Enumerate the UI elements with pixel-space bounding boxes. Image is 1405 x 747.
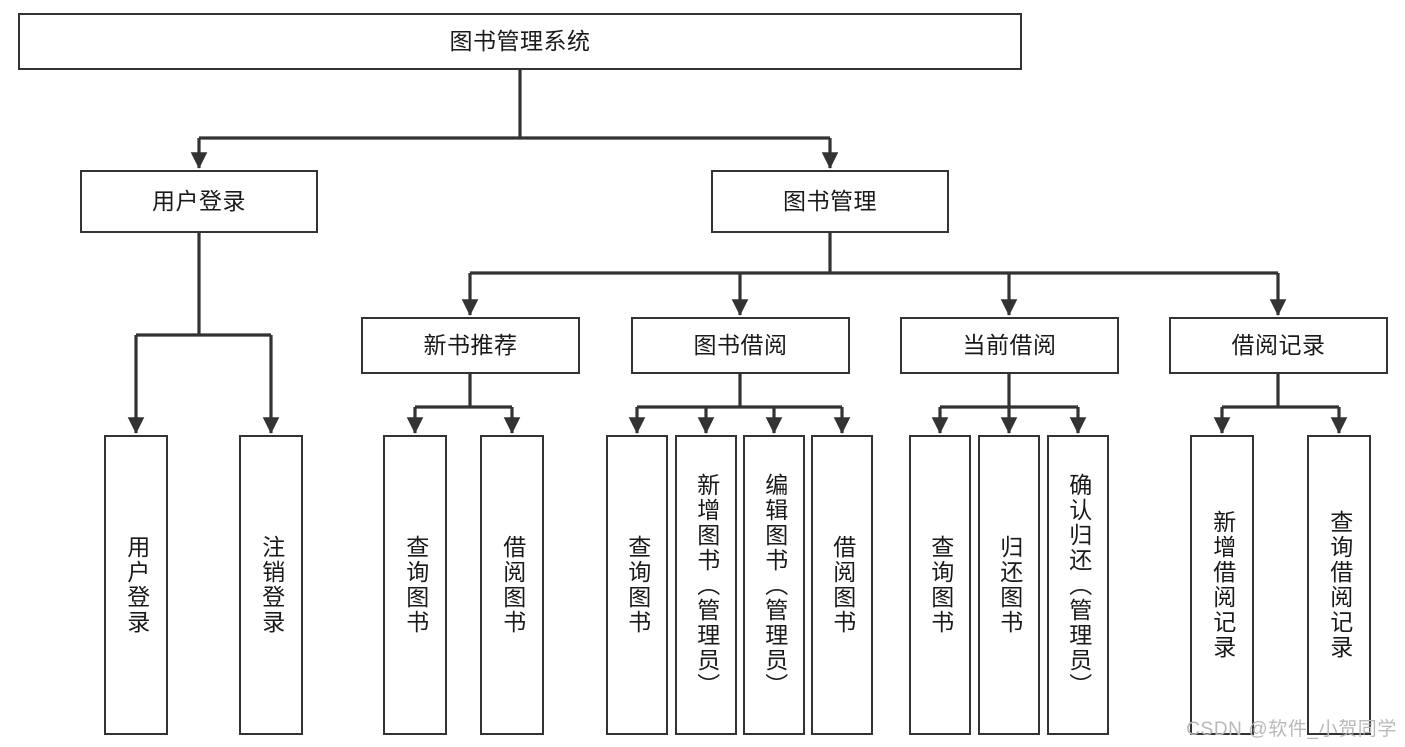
node-borrow-record-label: 借阅记录 — [1231, 331, 1326, 358]
leaf-borrow-book-2[interactable]: 借阅图书 — [811, 435, 873, 735]
leaf-query-book-3-label: 查询图书 — [927, 535, 954, 635]
leaf-edit-book[interactable]: 编辑图书（管理员） — [743, 435, 805, 735]
leaf-user-login-label: 用户登录 — [123, 535, 150, 635]
leaf-confirm-return[interactable]: 确认归还（管理员） — [1047, 435, 1109, 735]
node-new-book-recommend-label: 新书推荐 — [423, 331, 518, 358]
node-borrow-record[interactable]: 借阅记录 — [1169, 317, 1388, 374]
leaf-add-record-label: 新增借阅记录 — [1209, 510, 1236, 660]
leaf-query-book-3[interactable]: 查询图书 — [909, 435, 971, 735]
leaf-logout-label: 注销登录 — [258, 535, 285, 635]
leaf-query-book-2-label: 查询图书 — [624, 535, 651, 635]
leaf-query-book-1[interactable]: 查询图书 — [383, 435, 447, 735]
csdn-watermark: CSDN @软件_小贺同学 — [1186, 719, 1397, 740]
leaf-add-book-label: 新增图书（管理员） — [693, 472, 720, 698]
leaf-logout[interactable]: 注销登录 — [239, 435, 303, 735]
leaf-confirm-return-label: 确认归还（管理员） — [1065, 472, 1092, 698]
leaf-add-book[interactable]: 新增图书（管理员） — [675, 435, 737, 735]
node-book-manage-label: 图书管理 — [783, 187, 877, 214]
node-book-borrow[interactable]: 图书借阅 — [631, 317, 850, 374]
node-new-book-recommend[interactable]: 新书推荐 — [361, 317, 580, 374]
leaf-return-book[interactable]: 归还图书 — [978, 435, 1040, 735]
leaf-query-record[interactable]: 查询借阅记录 — [1307, 435, 1371, 735]
node-user-login[interactable]: 用户登录 — [80, 170, 318, 233]
leaf-return-book-label: 归还图书 — [996, 535, 1023, 635]
leaf-edit-book-label: 编辑图书（管理员） — [761, 472, 788, 698]
node-user-login-label: 用户登录 — [152, 187, 246, 214]
leaf-query-record-label: 查询借阅记录 — [1326, 510, 1353, 660]
leaf-user-login[interactable]: 用户登录 — [104, 435, 168, 735]
leaf-query-book-1-label: 查询图书 — [402, 535, 429, 635]
node-book-manage[interactable]: 图书管理 — [711, 170, 949, 233]
node-current-borrow[interactable]: 当前借阅 — [900, 317, 1119, 374]
node-book-borrow-label: 图书借阅 — [693, 331, 788, 358]
node-root-label: 图书管理系统 — [449, 27, 591, 54]
leaf-query-book-2[interactable]: 查询图书 — [606, 435, 668, 735]
node-root[interactable]: 图书管理系统 — [18, 13, 1022, 70]
leaf-borrow-book-1[interactable]: 借阅图书 — [480, 435, 544, 735]
leaf-add-record[interactable]: 新增借阅记录 — [1190, 435, 1254, 735]
node-current-borrow-label: 当前借阅 — [962, 331, 1057, 358]
leaf-borrow-book-2-label: 借阅图书 — [829, 535, 856, 635]
leaf-borrow-book-1-label: 借阅图书 — [499, 535, 526, 635]
